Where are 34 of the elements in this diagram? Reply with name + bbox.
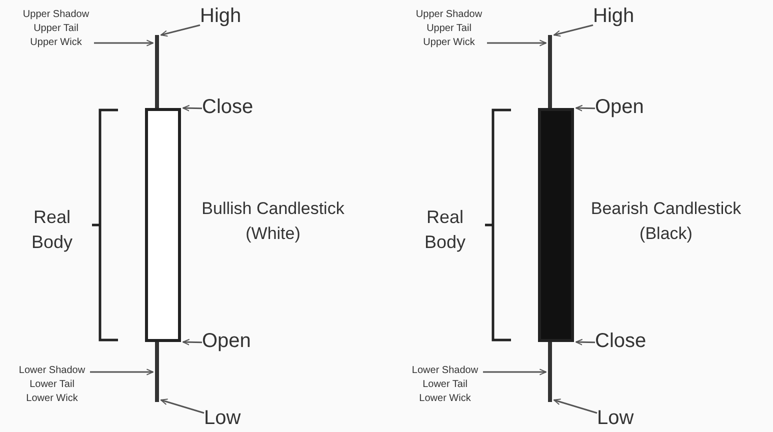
price-label: Close [595,331,648,351]
leader-arrow [182,338,202,346]
leader-arrow [160,398,204,414]
candle-wick [155,35,159,108]
leader-arrow [553,24,594,37]
price-label: Low [597,408,635,428]
price-label: High [593,6,636,26]
candlestick-caption: Bullish Candlestick (White) [200,198,346,245]
leader-arrow [94,40,154,46]
leader-arrow [182,104,202,112]
bearish-candle-body [538,108,574,342]
leader-arrow [553,398,598,414]
price-label: Close [202,97,254,117]
price-label: Open [595,97,645,117]
price-label: Low [204,408,242,428]
candle-wick [548,35,552,108]
leader-arrow [160,24,200,37]
real-body-label: Real Body [423,206,467,254]
price-label: Open [202,331,252,351]
bullish-candle-body [145,108,181,342]
wick-label: Upper Shadow Upper Tail Upper Wick [22,8,90,50]
wick-label: Lower Shadow Lower Tail Lower Wick [18,364,86,406]
candlestick-caption: Bearish Candlestick (Black) [590,198,742,245]
wick-label: Upper Shadow Upper Tail Upper Wick [414,8,484,50]
leader-arrow [575,104,596,112]
leader-arrow [90,368,154,376]
price-label: High [200,6,242,26]
candle-wick [155,342,159,402]
leader-arrow [487,40,547,46]
leader-arrow [575,338,596,346]
candle-wick [548,342,552,402]
wick-label: Lower Shadow Lower Tail Lower Wick [410,364,480,406]
leader-arrow [483,368,547,376]
real-body-label: Real Body [30,206,74,254]
